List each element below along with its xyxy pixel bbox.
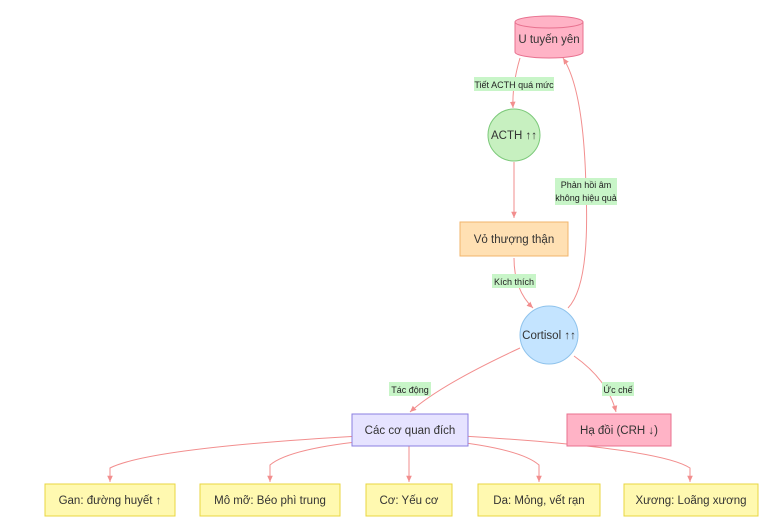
- edge-label-text: Kích thích: [494, 277, 534, 287]
- edge-labels: Tiết ACTH quá mức Kích thích Phản hồi âm…: [389, 77, 634, 396]
- edge-label-bg: [602, 382, 634, 396]
- node-shape-top: [514, 15, 584, 29]
- node-shape: [459, 221, 569, 257]
- edge-label-secretion: Tiết ACTH quá mức: [474, 77, 554, 91]
- node-label: Cơ: Yếu cơ: [380, 495, 439, 507]
- edge-cortisol-to-targets: [409, 347, 521, 413]
- edge-label-bg: [492, 274, 536, 288]
- node-label: Các cơ quan đích: [365, 425, 456, 437]
- node-hypothalamus: Hạ đồi (CRH ↓): [566, 413, 672, 447]
- edge-label-text-line1: Phản hồi âm: [561, 180, 612, 190]
- node-label: U tuyến yên: [518, 34, 579, 46]
- edge-label-text: Tác động: [391, 385, 429, 395]
- node-adrenal-cortex: Vỏ thượng thận: [459, 221, 569, 257]
- node-label: Mô mỡ: Béo phì trung: [214, 495, 326, 507]
- node-target-organs: Các cơ quan đích: [351, 413, 469, 447]
- edge-cortisol-to-hypothalamus: [573, 355, 618, 413]
- node-shape: [519, 305, 579, 365]
- node-shape: [365, 483, 453, 517]
- edge-label-feedback: Phản hồi âm không hiệu quả: [555, 178, 617, 205]
- node-shape: [566, 413, 672, 447]
- edge-label-text: Ức chế: [603, 385, 632, 395]
- edge-label-bg: [389, 382, 431, 396]
- node-shape: [199, 483, 341, 517]
- node-shape: [514, 22, 584, 59]
- node-skin: Da: Mỏng, vết rạn: [477, 483, 601, 517]
- node-bone: Xương: Loãng xương: [623, 483, 759, 517]
- edges: [107, 57, 693, 482]
- edge-label-text-line2: không hiệu quả: [555, 193, 617, 203]
- node-fat-tissue: Mô mỡ: Béo phì trung: [199, 483, 341, 517]
- node-label: ACTH ↑↑: [491, 130, 537, 142]
- edge-label-inhibit: Ức chế: [602, 382, 634, 396]
- edge-targets-to-bone: [461, 435, 693, 482]
- node-label: Vỏ thượng thận: [474, 234, 554, 246]
- edge-label-text: Tiết ACTH quá mức: [474, 80, 554, 90]
- node-pituitary: U tuyến yên: [514, 15, 584, 59]
- node-acth: ACTH ↑↑: [487, 108, 541, 162]
- node-label: Cortisol ↑↑: [522, 330, 576, 342]
- node-label: Gan: đường huyết ↑: [59, 495, 162, 507]
- node-shape: [487, 108, 541, 162]
- node-shape: [623, 483, 759, 517]
- edge-label-stimulate: Kích thích: [492, 274, 536, 288]
- node-liver: Gan: đường huyết ↑: [44, 483, 176, 517]
- edge-label-bg: [555, 178, 617, 205]
- node-shape: [44, 483, 176, 517]
- node-shape: [477, 483, 601, 517]
- edge-label-bg: [474, 77, 554, 91]
- node-shape: [351, 413, 469, 447]
- node-label: Xương: Loãng xương: [635, 495, 746, 507]
- edge-label-action: Tác động: [389, 382, 431, 396]
- node-cortisol: Cortisol ↑↑: [519, 305, 579, 365]
- edge-targets-to-liver: [107, 435, 361, 482]
- node-muscle: Cơ: Yếu cơ: [365, 483, 453, 517]
- node-label: Hạ đồi (CRH ↓): [580, 425, 658, 437]
- nodes: U tuyến yên ACTH ↑↑ Vỏ thượng thận Corti…: [44, 15, 759, 517]
- node-label: Da: Mỏng, vết rạn: [493, 495, 584, 507]
